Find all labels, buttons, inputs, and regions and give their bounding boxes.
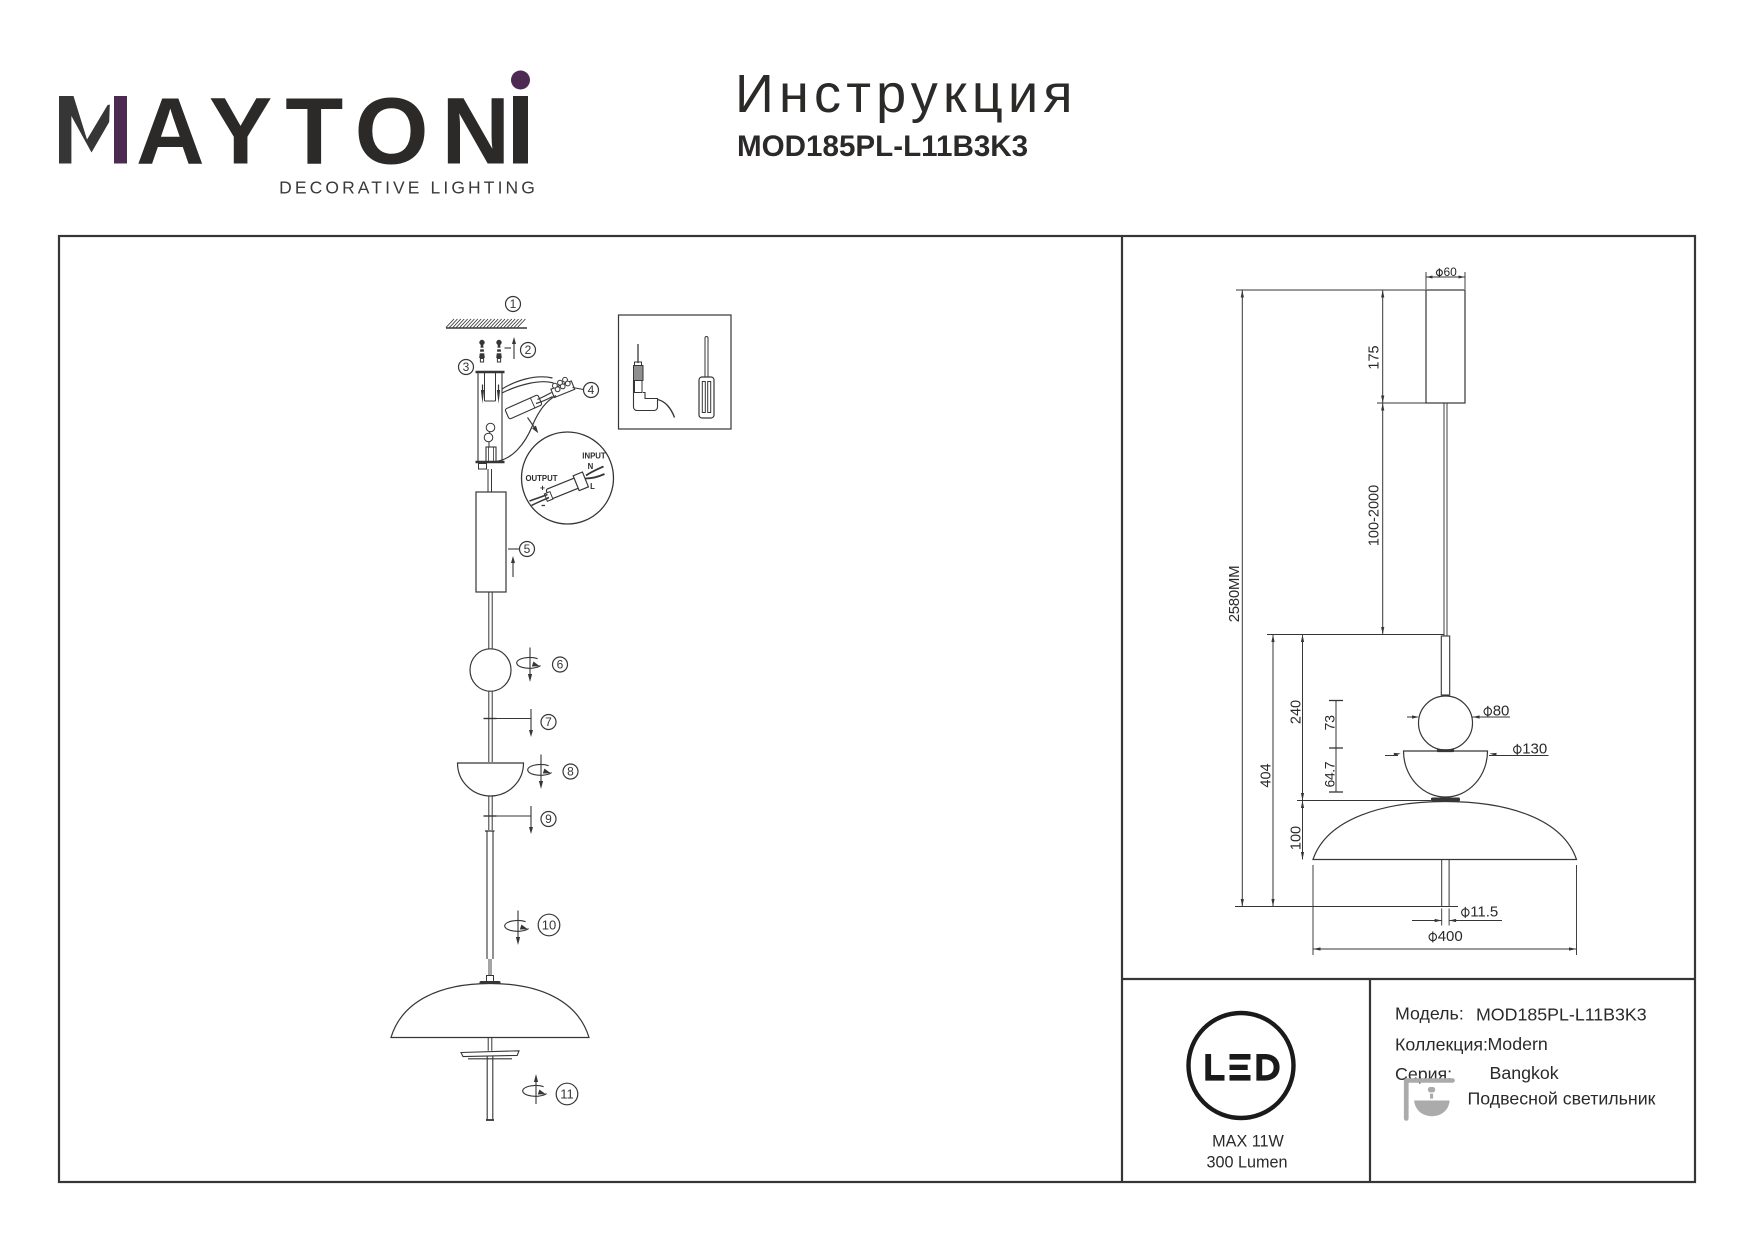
svg-text:9: 9	[545, 812, 552, 826]
svg-text:60: 60	[1444, 265, 1458, 279]
svg-text:3: 3	[463, 360, 470, 374]
svg-text:OUTPUT: OUTPUT	[525, 474, 557, 483]
svg-text:6: 6	[557, 658, 564, 672]
svg-text:73: 73	[1322, 715, 1338, 731]
svg-text:5: 5	[524, 542, 531, 556]
svg-text:Инструкция: Инструкция	[735, 64, 1078, 124]
svg-text:64.7: 64.7	[1322, 761, 1338, 787]
svg-text:2: 2	[525, 343, 532, 357]
svg-text:300 Lumen: 300 Lumen	[1206, 1154, 1287, 1172]
svg-text:130: 130	[1522, 741, 1547, 758]
svg-text:100: 100	[1289, 826, 1305, 850]
svg-text:8: 8	[567, 765, 574, 779]
svg-text:L: L	[590, 482, 595, 491]
svg-text:MOD185PL-L11B3K3: MOD185PL-L11B3K3	[737, 130, 1028, 163]
svg-text:Модель:: Модель:	[1395, 1004, 1464, 1024]
svg-text:100-2000: 100-2000	[1367, 485, 1383, 546]
svg-text:MAX 11W: MAX 11W	[1212, 1133, 1284, 1151]
svg-text:4: 4	[588, 383, 595, 397]
svg-text:DECORATIVE LIGHTING: DECORATIVE LIGHTING	[279, 178, 538, 198]
svg-text:1: 1	[510, 297, 517, 311]
svg-text:Подвесной светильник: Подвесной светильник	[1468, 1089, 1656, 1109]
svg-text:Коллекция:: Коллекция:	[1395, 1035, 1488, 1055]
svg-text:11.5: 11.5	[1470, 904, 1498, 921]
svg-text:AYTON: AYTON	[136, 79, 523, 185]
svg-text:Modern: Modern	[1488, 1034, 1548, 1054]
svg-text:INPUT: INPUT	[582, 452, 606, 461]
svg-text:175: 175	[1367, 345, 1383, 369]
svg-text:400: 400	[1438, 928, 1463, 945]
svg-text:80: 80	[1493, 703, 1510, 720]
svg-text:10: 10	[542, 918, 556, 933]
svg-text:N: N	[588, 462, 594, 471]
svg-text:7: 7	[545, 715, 552, 729]
svg-text:+: +	[540, 483, 545, 493]
svg-text:MOD185PL-L11B3K3: MOD185PL-L11B3K3	[1476, 1005, 1647, 1025]
svg-text:Bangkok: Bangkok	[1490, 1063, 1559, 1083]
svg-text:240: 240	[1289, 700, 1305, 724]
svg-text:2580MM: 2580MM	[1226, 566, 1243, 623]
svg-text:404: 404	[1259, 763, 1275, 787]
svg-text:11: 11	[560, 1087, 574, 1102]
